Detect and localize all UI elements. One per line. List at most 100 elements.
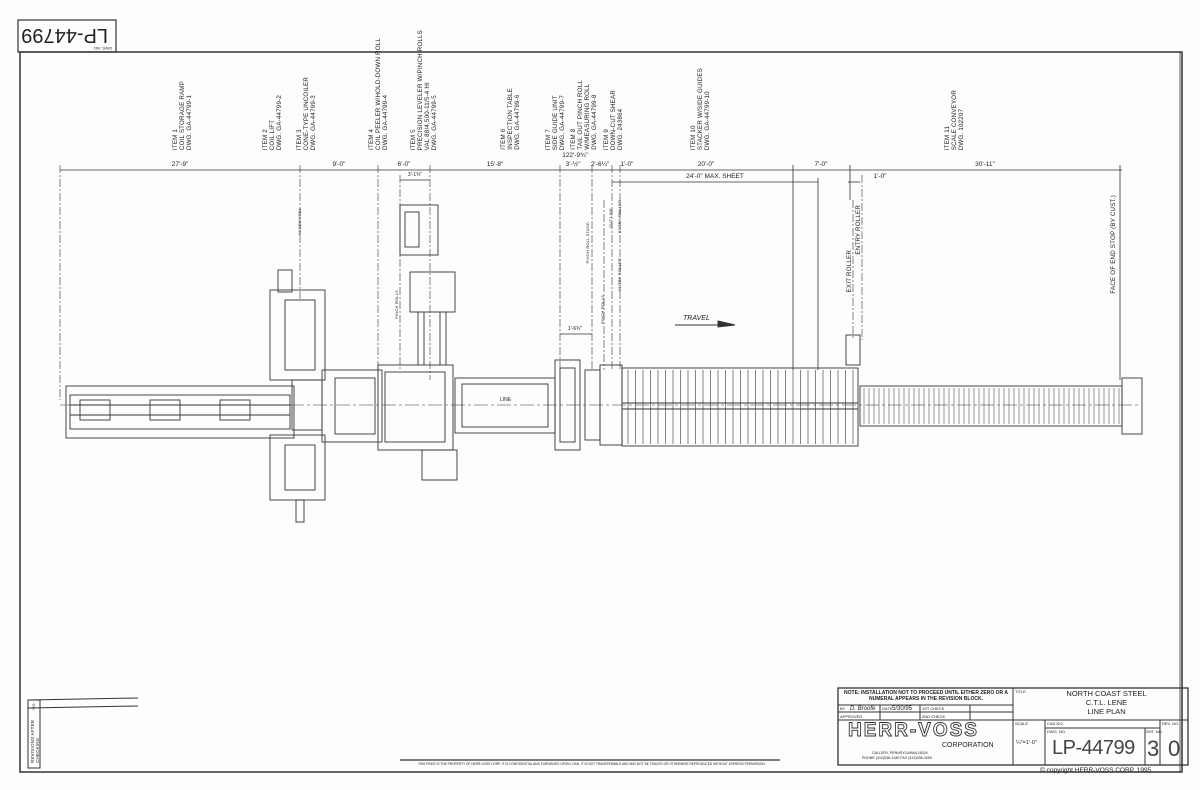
corner-tag-box (17, 19, 117, 53)
company-logo: HERR-VOSS (848, 720, 979, 741)
item-label-line: COIL LIFT (269, 119, 276, 150)
installation-note: NOTE: INSTALLATION NOT TO PROCEED UNTIL … (844, 690, 1008, 702)
item-label-line: TAIL OUT PINCH ROLL (577, 80, 584, 150)
corner-tag-label: DWG. NO. (92, 46, 112, 51)
item-label-line: DOWN-CUT SHEAR (610, 89, 617, 150)
item-label-line: ITEM 5 (410, 128, 417, 150)
item-label-line: COIL PEELER W/HOLD-DOWN ROLL (375, 38, 382, 150)
item-label-line: VAL 88/4,500-11/5-4 HI (424, 81, 431, 150)
item-label-line: INSPECTION TABLE (507, 88, 514, 150)
dwg-no: LP-44799 (1052, 737, 1135, 759)
item-label-line: ITEM 6 (500, 128, 507, 150)
rev-no: 0 (1168, 736, 1181, 761)
item-label-line: CONE-TYPE UNCOILER (303, 76, 310, 150)
leveler (377, 204, 458, 481)
rev-label: REV. NO. (1162, 721, 1180, 726)
copyright: © copyright HERR-VOSS CORP. 1995 (1040, 767, 1152, 774)
revision-block (27, 697, 139, 769)
sheet-border (19, 51, 1183, 773)
sheet-no: 3 (1147, 736, 1160, 761)
item-label-line: W/MEASURING ROLL (584, 83, 591, 150)
title-line: C.T.L. LENE (1085, 698, 1128, 707)
dimension-text: 1'-0" (620, 161, 634, 168)
scale: ¼"=1'-0" (1016, 740, 1037, 746)
item-label-line: COIL STORAGE RAMP (179, 80, 186, 150)
dimension-text: 7'-0" (814, 161, 828, 168)
item-label-line: DWG. GA-44799-3 (310, 94, 317, 150)
drawn-by: D. Broofe (850, 706, 876, 712)
dimension-text: 30'-11" (975, 161, 995, 168)
coil-storage-ramp (65, 385, 295, 439)
revision-no-label: NO. (31, 702, 36, 710)
title-block-grid (837, 687, 1189, 766)
item-label-line: PRECISION LEVELER W/PINCH ROLLS (417, 29, 424, 150)
footer-notice: THIS PRINT IS THE PROPERTY OF HERR-VOSS … (418, 762, 766, 766)
dimension-text: 3'-½" (565, 161, 581, 168)
item-label-line: STACKER W/SIDE GUIDES (697, 67, 704, 150)
approved-label: APPROVED (840, 714, 863, 719)
travel-arrow (675, 320, 736, 328)
extension-lines (59, 165, 863, 400)
inspection-table (454, 377, 556, 434)
callout-pinch-rolls-2: PINCH ROLLS (600, 295, 605, 324)
dim-pinch-offset: 1'-6¾" (567, 326, 583, 332)
callout-travel: TRAVEL (683, 315, 710, 322)
title-line: NORTH COAST STEEL (1066, 689, 1147, 698)
item-label-line: DWG. GA-44799-10 (704, 91, 711, 150)
item-label-line: ITEM 1 (172, 128, 179, 150)
item-label-line: ITEM 3 (296, 128, 303, 150)
item-label-line: SCALE CONVEYOR (951, 89, 958, 150)
dim-max-sheet: 24'-0" MAX. SHEET (686, 173, 744, 180)
callout-entry-roller-a: ENTRY ROLLER (617, 200, 622, 233)
item-label-line: DWG. GA-44799-1 (186, 94, 193, 150)
corner-tag-number: LP-44799 (21, 24, 108, 46)
callout-cut-line: CUT LINE (608, 208, 613, 228)
side-guide-shear (554, 359, 623, 451)
callout-exit-roller: EXIT ROLLER (846, 250, 853, 293)
date-label: DATE (882, 706, 893, 711)
callout-pinch-rolls: PINCH ROLLS (394, 290, 399, 319)
uncoiler (269, 269, 383, 523)
company-phone: PHONE (412)538-3180 FAX (412)538-3059 (862, 756, 932, 760)
cad-no-label: CAD NO. (1047, 721, 1064, 726)
item-label-line: ITEM 11 (944, 125, 951, 150)
corner-tag: LP-44799 DWG. NO. (20, 22, 114, 51)
scale-label: SCALE (1015, 721, 1029, 726)
drawn-by-label: BY (840, 706, 846, 711)
item-label-line: ITEM 10 (690, 125, 697, 150)
dim-roller-gap: 1'-0" (873, 173, 887, 180)
item-label-line: DWG. 243864 (617, 108, 624, 150)
dimension-text: 15'-8" (486, 161, 504, 168)
dimension-text: 20'-0" (697, 161, 715, 168)
company-sub: CORPORATION (942, 742, 994, 749)
item-label-line: DWG. GA-44799-5 (431, 94, 438, 150)
title-label: TITLE (1015, 689, 1026, 694)
dimension-text: 9'-0" (332, 161, 346, 168)
title-line: LINE PLAN (1087, 707, 1126, 716)
item-label-line: ITEM 9 (603, 128, 610, 150)
item-label-line: DWG. GA-44799-2 (276, 94, 283, 150)
dim-overall: 122'-9¾" (562, 152, 588, 159)
second-check-label: 2ND CHECK (922, 714, 946, 719)
stacker (621, 334, 861, 447)
callout-end-stop: FACE OF END STOP (BY CUST.) (1110, 195, 1117, 294)
date: 5/30/95 (892, 706, 913, 712)
first-check-label: 1ST CHECK (922, 706, 945, 711)
callout-entry-roller-b: ENTRY ROLLER (617, 258, 622, 291)
item-label-line: ITEM 8 (570, 128, 577, 150)
scale-conveyor (859, 377, 1143, 435)
callout-centerline: LINE (500, 397, 512, 403)
item-label-line: DWG. 102207 (958, 108, 965, 150)
dimension-text: 27'-9" (171, 161, 189, 168)
